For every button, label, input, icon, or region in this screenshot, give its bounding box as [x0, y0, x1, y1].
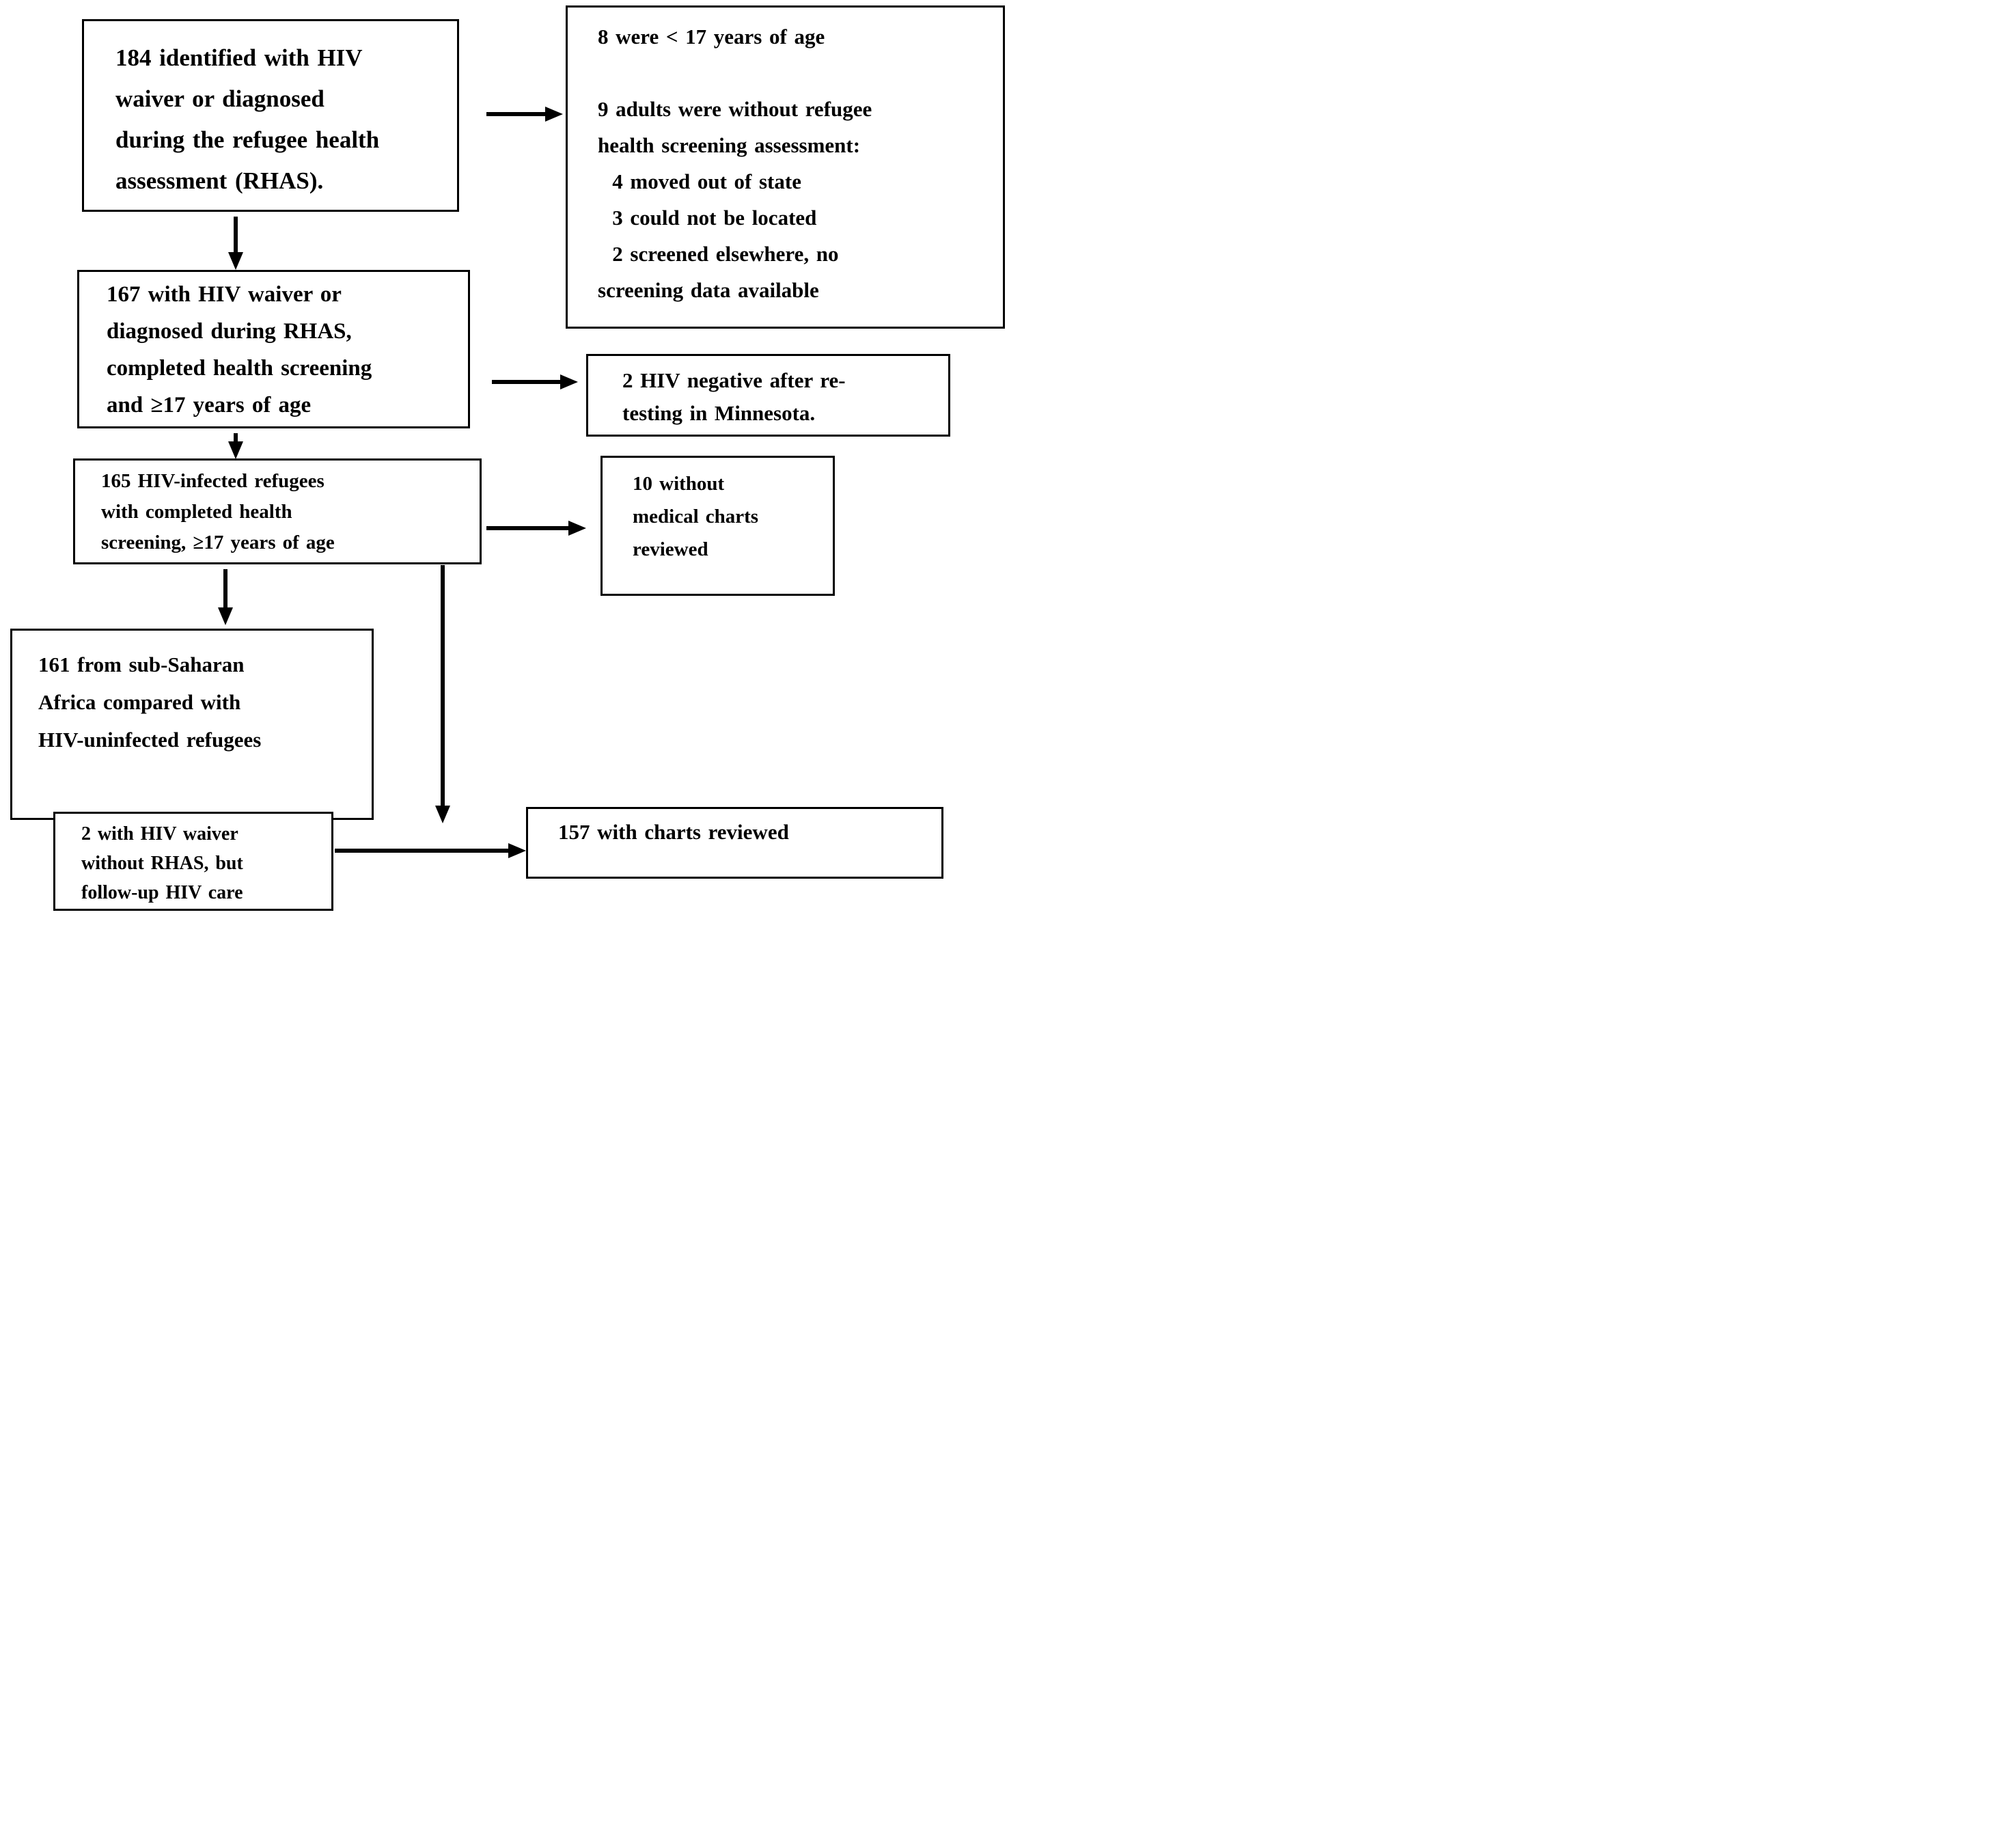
arrow-165-down-to-161-head — [218, 607, 233, 625]
box-line: reviewed — [633, 538, 708, 560]
arrow-184-down-to-167 — [234, 217, 238, 252]
box-line: health screening assessment: — [598, 133, 861, 157]
box-line: waiver or diagnosed — [115, 85, 325, 112]
arrow-167-down-to-165-head — [228, 441, 243, 459]
box-line: 165 HIV-infected refugees — [101, 470, 325, 492]
box-157-charts-reviewed: 157 with charts reviewed — [526, 807, 943, 879]
box-line: 2 screened elsewhere, no — [598, 242, 839, 266]
box-2-hiv-waiver-no-rhas: 2 with HIV waiver without RHAS, but foll… — [53, 812, 333, 911]
box-line: 161 from sub-Saharan — [38, 653, 245, 676]
box-line: with completed health — [101, 501, 292, 523]
arrow-165-to-no-charts-head — [568, 521, 586, 536]
box-line: screening, ≥17 years of age — [101, 532, 335, 553]
arrow-2waiver-to-157 — [335, 849, 508, 853]
box-line: screening data available — [598, 278, 819, 302]
arrow-167-to-hiv-negative-head — [560, 374, 578, 389]
box-line: HIV-uninfected refugees — [38, 728, 262, 752]
arrow-184-to-exclusions-head — [545, 107, 563, 122]
arrow-167-to-hiv-negative — [492, 380, 560, 384]
box-line: diagnosed during RHAS, — [107, 319, 352, 344]
box-line: completed health screening — [107, 356, 372, 381]
box-line: 167 with HIV waiver or — [107, 282, 342, 307]
box-line: 157 with charts reviewed — [558, 820, 789, 844]
box-line: 8 were < 17 years of age — [598, 25, 825, 49]
arrow-165-down-to-157 — [441, 565, 445, 806]
box-excluded-age-and-no-screening: 8 were < 17 years of age 9 adults were w… — [566, 5, 1005, 329]
box-line: 4 moved out of state — [598, 169, 801, 193]
box-184-identified: 184 identified with HIV waiver or diagno… — [82, 19, 459, 212]
arrow-2waiver-to-157-head — [508, 843, 526, 858]
arrow-167-down-to-165 — [234, 433, 238, 441]
box-10-without-charts: 10 without medical charts reviewed — [600, 456, 835, 596]
box-line: testing in Minnesota. — [622, 401, 816, 425]
box-line: during the refugee health — [115, 126, 380, 153]
box-161-sub-saharan: 161 from sub-Saharan Africa compared wit… — [10, 629, 374, 820]
box-line: 2 with HIV waiver — [81, 823, 238, 845]
box-167-completed-screening: 167 with HIV waiver or diagnosed during … — [77, 270, 470, 428]
arrow-165-to-no-charts — [486, 526, 568, 530]
box-line: 10 without — [633, 473, 725, 495]
box-2-hiv-negative-retest: 2 HIV negative after re- testing in Minn… — [586, 354, 950, 437]
arrow-184-to-exclusions — [486, 112, 545, 116]
arrow-165-down-to-157-head — [435, 806, 450, 823]
box-line: follow-up HIV care — [81, 882, 243, 903]
arrow-165-down-to-161 — [223, 569, 227, 607]
box-line: assessment (RHAS). — [115, 167, 324, 194]
flow-diagram: 184 identified with HIV waiver or diagno… — [0, 0, 1008, 919]
box-165-hiv-infected: 165 HIV-infected refugees with completed… — [73, 458, 482, 564]
box-line: medical charts — [633, 506, 759, 527]
box-line: Africa compared with — [38, 690, 241, 714]
arrow-184-down-to-167-head — [228, 252, 243, 270]
box-line: without RHAS, but — [81, 853, 243, 874]
box-line: 9 adults were without refugee — [598, 97, 872, 121]
box-line: 2 HIV negative after re- — [622, 368, 846, 392]
box-line: 3 could not be located — [598, 206, 817, 230]
box-line: and ≥17 years of age — [107, 393, 312, 417]
box-line: 184 identified with HIV — [115, 44, 363, 71]
box-line — [598, 55, 999, 91]
